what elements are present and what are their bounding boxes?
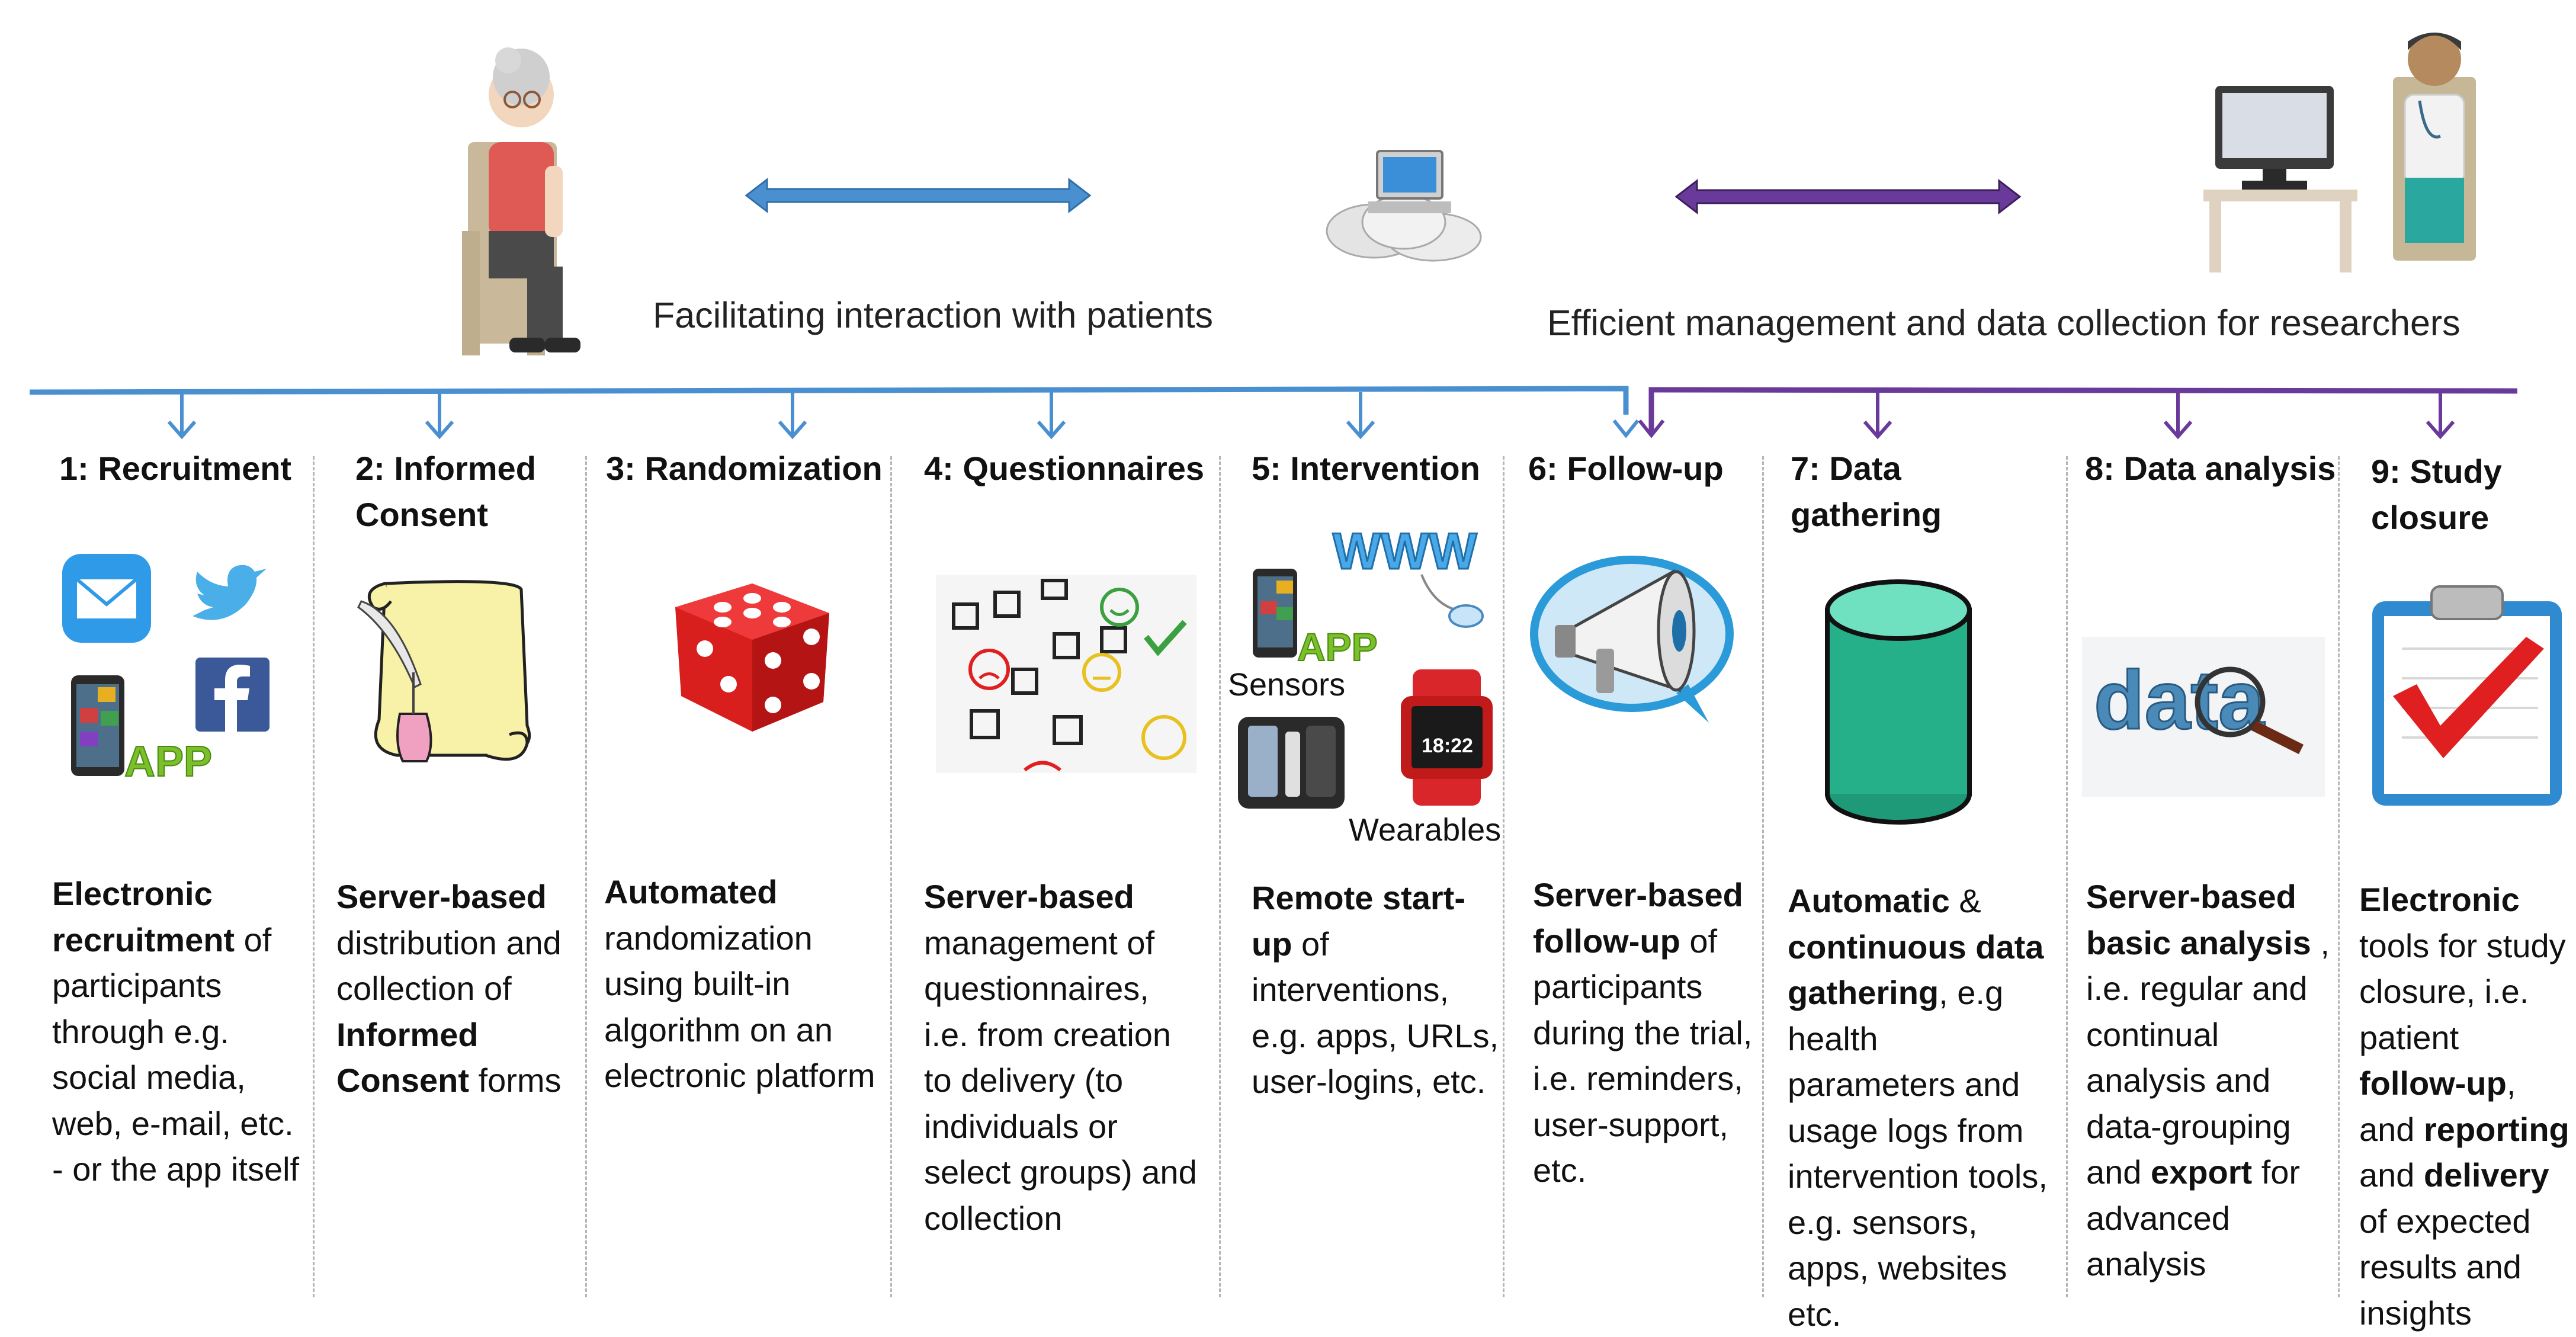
sensor-device-icon [1238, 717, 1345, 809]
purple-down-arrows [1638, 391, 2455, 440]
blue-bracket-line [29, 386, 1629, 415]
app-phone-icon: APP [71, 675, 213, 786]
twitter-icon [193, 565, 267, 620]
scroll-quill-icon [357, 580, 531, 762]
desc-bold-run: follow-up [2359, 1065, 2507, 1102]
desc-text-run: & [1949, 882, 1981, 919]
megaphone-icon [1530, 556, 1734, 723]
desc-text-run: of interventions, e.g. apps, URLs, user-… [1252, 925, 1499, 1101]
desc-bold-run: Informed Consent [336, 1015, 479, 1099]
app-label: APP [1297, 625, 1378, 669]
desc-text-run: , e.g health parameters and usage logs f… [1788, 974, 2048, 1333]
step-desc-questionnaires: Server-based management of questionnaire… [924, 874, 1202, 1241]
column-divider [585, 456, 587, 1297]
step-title-informed-consent: 2: Informed Consent [355, 450, 536, 533]
column-divider [1762, 456, 1764, 1297]
watch-time-label: 18:22 [1422, 735, 1473, 757]
researcher-doctor-icon [2203, 33, 2476, 272]
desc-text-run: of expected results and insights [2359, 1202, 2531, 1332]
database-icon [1825, 579, 1972, 825]
desc-bold-run: export [2151, 1153, 2253, 1191]
desc-bold-run: Remote start-up [1252, 879, 1465, 963]
banner-right-text: Efficient management and data collection… [1547, 303, 2460, 343]
desc-bold-run: Server-based [924, 878, 1134, 915]
column-divider [1503, 456, 1504, 1297]
sensors-label: Sensors [1228, 667, 1346, 703]
questionnaire-icon [936, 575, 1196, 773]
step-desc-recruitment: Electronic recruitment of participants t… [52, 871, 301, 1192]
step-title-recruitment: 1: Recruitment [59, 450, 292, 487]
step-title-intervention: 5: Intervention [1252, 450, 1480, 487]
data-analysis-icon: data [2082, 637, 2325, 797]
app-phone-icon: APP [1253, 569, 1378, 669]
desc-text-run: tools for study closure, i.e. patient [2359, 926, 2566, 1056]
desc-bold-run: delivery [2424, 1156, 2549, 1194]
step-desc-intervention: Remote start-up of interventions, e.g. a… [1252, 875, 1500, 1105]
cloud-computer-icon [1326, 150, 1482, 262]
purple-bracket-line [1648, 387, 2518, 432]
desc-bold-run: Electronic [2359, 881, 2520, 918]
step-desc-data-gathering: Automatic & continuous data gathering, e… [1788, 878, 2054, 1337]
blue-down-arrows [167, 392, 1640, 440]
desc-bold-run: recruitment [52, 921, 235, 958]
banner-left-text: Facilitating interaction with patients [653, 295, 1213, 335]
desc-bold-run: Server-based basic analysis [2086, 878, 2311, 961]
elderly-patient-icon [462, 47, 580, 355]
timeline-blue [29, 386, 1640, 440]
step-desc-study-closure: Electronic tools for study closure, i.e.… [2359, 877, 2572, 1336]
desc-bold-run: reporting [2424, 1110, 2569, 1148]
step-title-questionnaires: 4: Questionnaires [924, 450, 1205, 487]
desc-text-run: of participants during the trial, i.e. r… [1533, 922, 1753, 1189]
blue-double-arrow [745, 177, 1092, 214]
desc-bold-run: Automated [604, 873, 778, 910]
dice-icon [675, 583, 829, 732]
app-label: APP [124, 738, 212, 785]
desc-text-run: management of questionnaires, i.e. from … [924, 924, 1197, 1237]
desc-text-run: distribution and collection of [336, 924, 562, 1008]
timeline-lines [29, 386, 2518, 440]
timeline-purple [1638, 387, 2518, 440]
step-desc-randomization: Automated randomization using built-in a… [604, 869, 883, 1099]
desc-bold-run: Server-based follow-up [1533, 876, 1743, 960]
desc-text-run: randomization using built-in algorithm o… [604, 919, 875, 1095]
www-label: WWW [1333, 523, 1477, 580]
desc-text-run: of participants through e.g. social medi… [52, 921, 300, 1188]
email-icon [62, 554, 151, 643]
desc-bold-run: Electronic [52, 875, 213, 912]
step-title-data-analysis: 8: Data analysis [2085, 450, 2336, 487]
desc-text-run: and [2359, 1156, 2424, 1194]
column-divider [890, 456, 892, 1297]
facebook-icon [195, 658, 270, 732]
desc-text-run: for advanced analysis [2086, 1153, 2301, 1283]
step-desc-informed-consent: Server-based distribution and collection… [336, 874, 579, 1104]
step-title-randomization: 3: Randomization [606, 450, 883, 487]
column-divider [2338, 456, 2340, 1297]
step-desc-data-analysis: Server-based basic analysis , i.e. regul… [2086, 874, 2335, 1287]
step-title-study-closure: 9: Study closure [2371, 453, 2502, 536]
step-desc-follow-up: Server-based follow-up of participants d… [1533, 872, 1758, 1194]
desc-bold-run: Server-based [336, 878, 547, 915]
column-divider [2066, 456, 2068, 1297]
www-icon: WWW [1332, 522, 1484, 628]
column-divider [313, 456, 315, 1297]
wearable-watch-icon: 18:22 [1401, 669, 1493, 806]
desc-text-run: , i.e. regular and continual analysis an… [2086, 924, 2330, 1191]
desc-bold-run: Automatic [1788, 882, 1950, 919]
step-title-data-gathering: 7: Data gathering [1791, 450, 1942, 533]
desc-text-run: , and [2359, 1065, 2516, 1148]
purple-double-arrow [1674, 178, 2022, 215]
desc-bold-run: continuous data gathering [1788, 928, 2044, 1012]
clipboard-check-icon [2372, 585, 2562, 806]
desc-text-run: forms [469, 1062, 562, 1099]
wearables-label: Wearables [1349, 812, 1502, 848]
step-title-follow-up: 6: Follow-up [1528, 450, 1724, 487]
column-divider [1219, 456, 1221, 1297]
